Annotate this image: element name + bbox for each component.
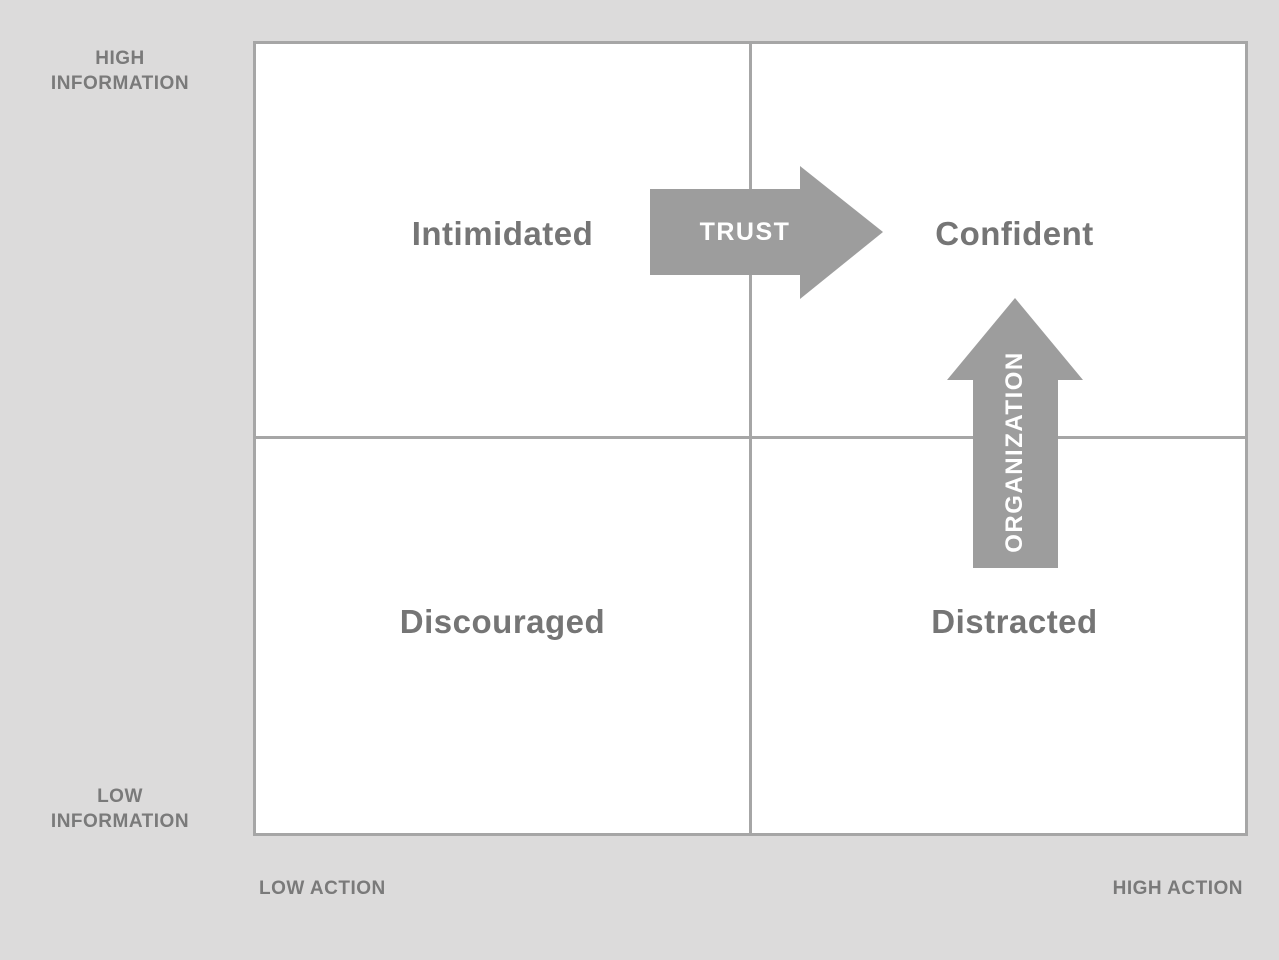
x-axis-low-label: LOW ACTION — [259, 878, 386, 899]
organization-arrow-label: ORGANIZATION — [1001, 351, 1028, 553]
trust-arrow: TRUST — [650, 166, 883, 299]
quadrant-bottom-left: Discouraged — [256, 439, 749, 833]
quadrant-bottom-right: Distracted — [752, 439, 1245, 833]
quadrant-top-right: Confident — [752, 44, 1245, 436]
quadrant-label-confident: Confident — [935, 215, 1094, 252]
horizontal-divider — [256, 436, 1245, 439]
x-axis-high-label: HIGH ACTION — [1112, 878, 1243, 899]
organization-arrow: ORGANIZATION — [947, 298, 1083, 568]
trust-arrow-label: TRUST — [699, 217, 791, 246]
organization-arrow-shaft — [973, 379, 1058, 568]
y-axis-low-label: LOW INFORMATION — [50, 786, 190, 832]
quadrant-top-left: Intimidated — [256, 44, 749, 436]
organization-arrow-head-icon — [947, 298, 1083, 380]
quadrant-label-discouraged: Discouraged — [399, 603, 606, 640]
trust-arrow-head-icon — [800, 166, 883, 299]
quadrant-label-distracted: Distracted — [931, 603, 1098, 640]
trust-arrow-shaft — [650, 189, 801, 275]
quadrant-label-intimidated: Intimidated — [411, 215, 594, 252]
y-axis-high-label: HIGH INFORMATION — [50, 48, 190, 94]
matrix-box: Intimidated Confident Discouraged Distra… — [253, 41, 1248, 836]
